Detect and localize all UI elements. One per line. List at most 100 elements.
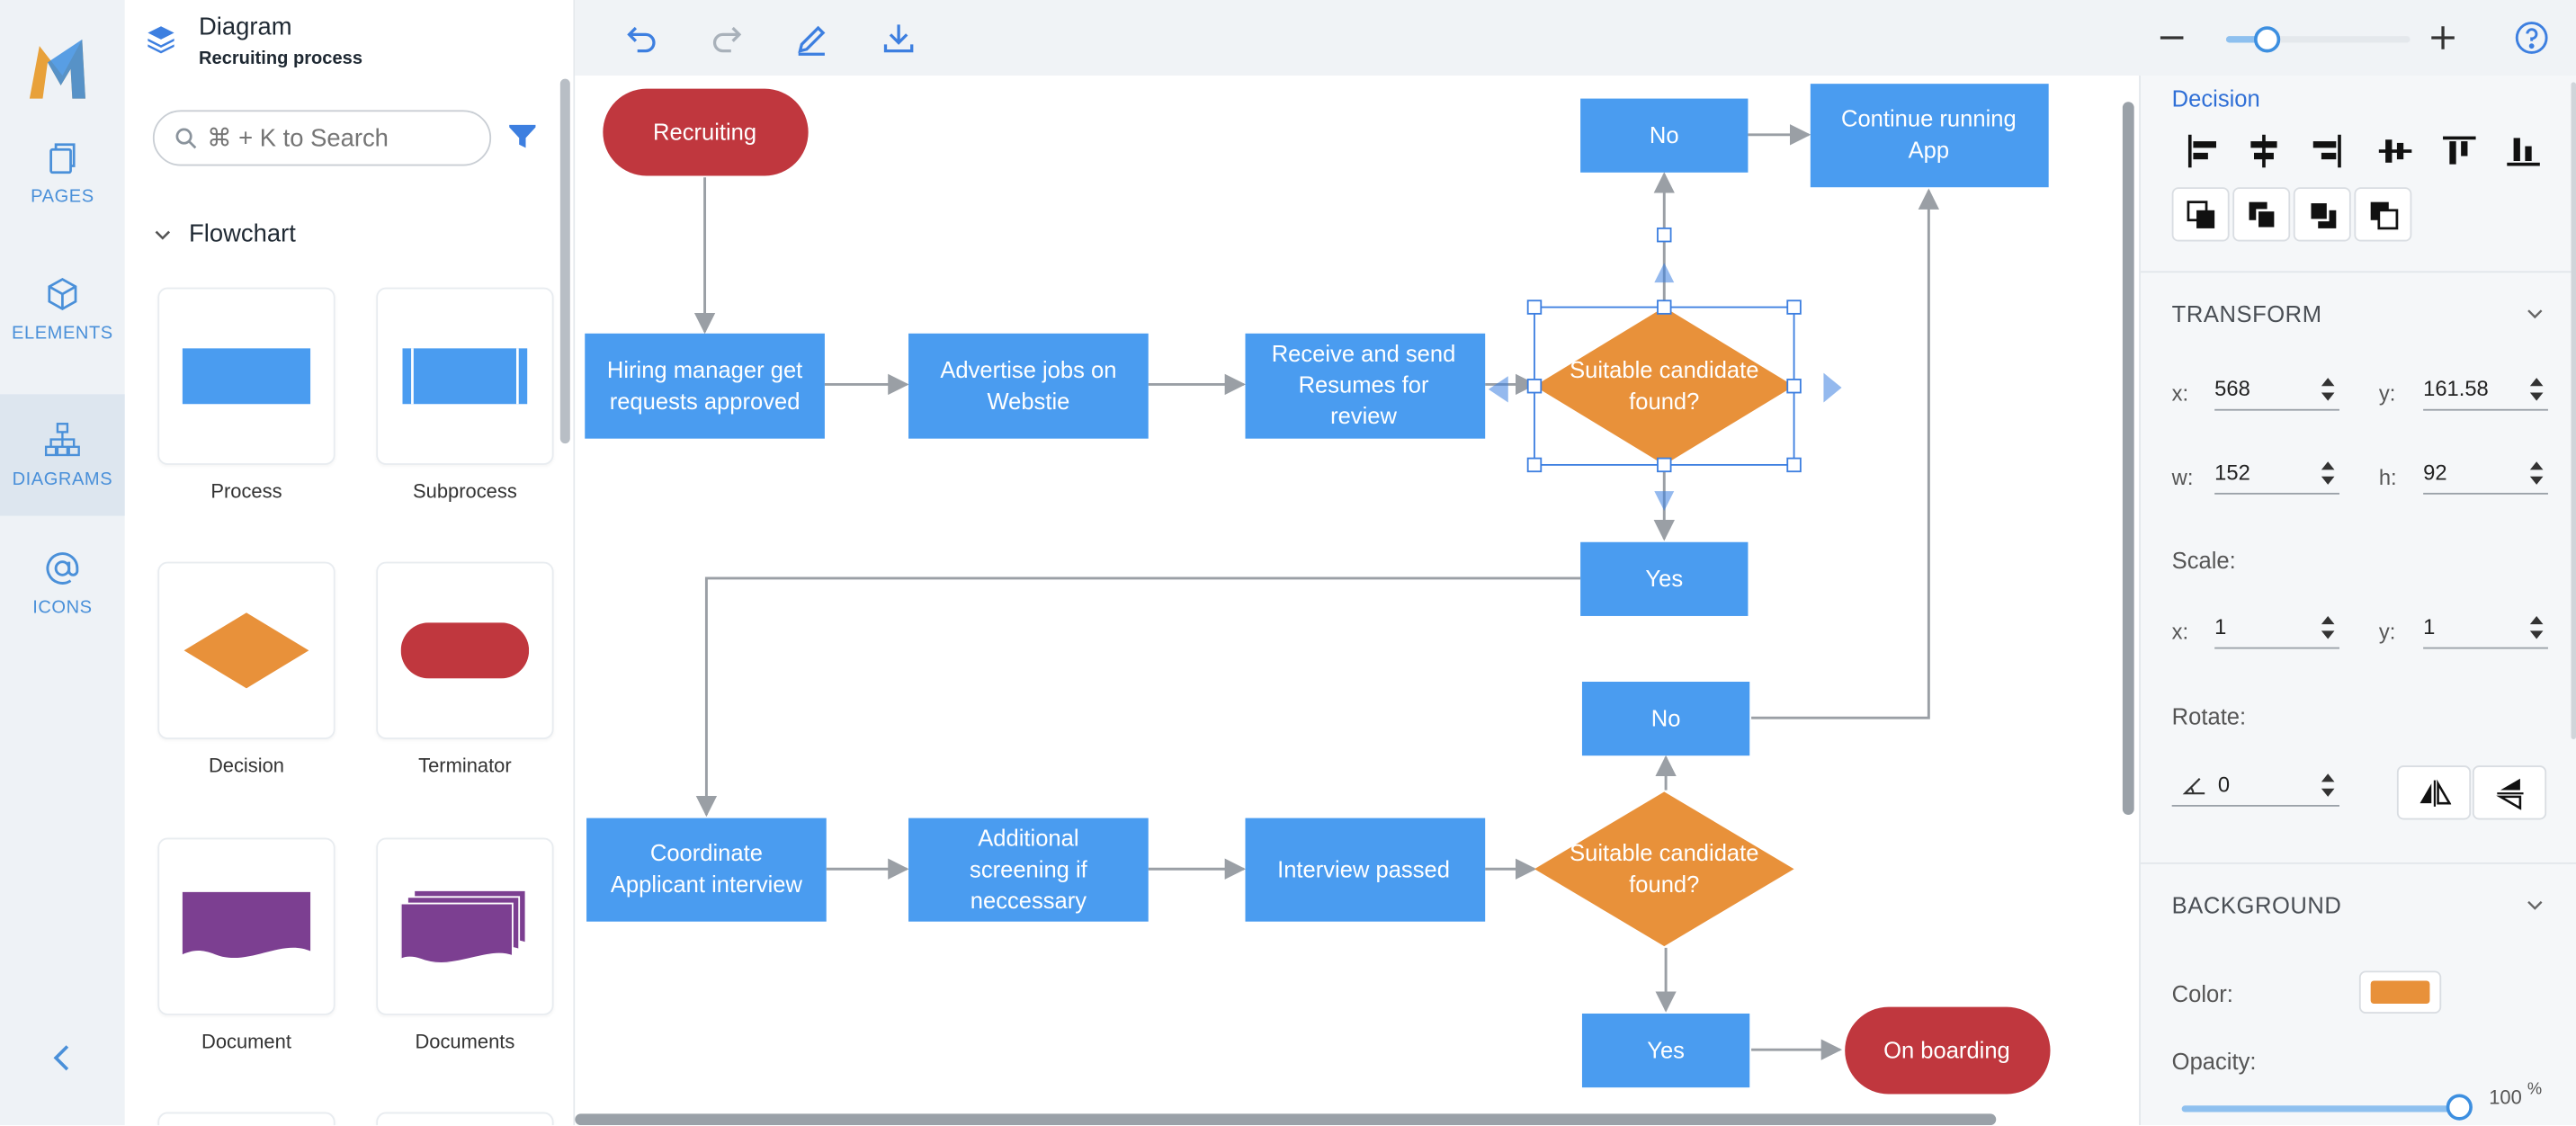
rail-item-diagrams[interactable]: DIAGRAMS xyxy=(0,394,125,516)
transform-w-input[interactable] xyxy=(2214,460,2313,485)
help-icon[interactable] xyxy=(2514,20,2550,56)
align-right-button[interactable] xyxy=(2303,128,2349,174)
connector-no2-continue[interactable] xyxy=(1751,188,1940,719)
layers-icon[interactable] xyxy=(145,23,178,57)
library-scrollbar[interactable] xyxy=(559,78,570,444)
resize-handle[interactable] xyxy=(1786,457,1802,473)
node-recruiting[interactable]: Recruiting xyxy=(603,88,809,176)
opacity-slider[interactable] xyxy=(2181,1105,2458,1113)
rail-item-icons[interactable]: ICONS xyxy=(0,523,125,644)
send-backward-button[interactable] xyxy=(2293,187,2351,242)
resize-handle[interactable] xyxy=(1526,379,1543,394)
connect-arrow-down[interactable] xyxy=(1654,491,1675,512)
align-left-button[interactable] xyxy=(2180,128,2226,174)
transform-h-input[interactable] xyxy=(2423,460,2522,485)
shape-card-document[interactable] xyxy=(157,837,335,1015)
stepper-icon[interactable] xyxy=(2320,612,2336,642)
connect-arrow-right[interactable] xyxy=(1823,372,1842,403)
shape-card-subprocess[interactable] xyxy=(376,287,554,465)
scale-x-input[interactable] xyxy=(2214,614,2313,639)
stepper-icon[interactable] xyxy=(2320,771,2336,800)
properties-scrollbar[interactable] xyxy=(2571,82,2576,739)
undo-icon[interactable] xyxy=(624,20,660,56)
align-top-button[interactable] xyxy=(2437,128,2482,174)
shape-card-more-1[interactable] xyxy=(157,1112,335,1126)
download-icon[interactable] xyxy=(881,20,917,56)
zoom-slider-handle[interactable] xyxy=(2253,26,2280,53)
rotate-handle[interactable] xyxy=(1657,227,1672,243)
flip-horizontal-button[interactable] xyxy=(2396,765,2472,820)
node-no-2[interactable]: No xyxy=(1581,682,1750,756)
transform-w-field[interactable] xyxy=(2214,451,2339,495)
zoom-slider[interactable] xyxy=(2225,26,2411,53)
node-yes-2[interactable]: Yes xyxy=(1581,1013,1750,1088)
search-input[interactable] xyxy=(207,123,470,152)
canvas-horizontal-scrollbar[interactable] xyxy=(575,1113,1997,1126)
resize-handle[interactable] xyxy=(1657,457,1672,473)
resize-handle[interactable] xyxy=(1526,457,1543,473)
flip-vertical-button[interactable] xyxy=(2472,765,2547,820)
stepper-icon[interactable] xyxy=(2528,459,2545,488)
scale-y-input[interactable] xyxy=(2423,614,2522,639)
transform-x-field[interactable] xyxy=(2214,368,2339,411)
stepper-icon[interactable] xyxy=(2320,374,2336,404)
chevron-down-icon[interactable] xyxy=(2525,895,2545,915)
zoom-out-icon[interactable] xyxy=(2154,20,2190,56)
connect-arrow-left[interactable] xyxy=(1488,376,1508,403)
shape-search[interactable] xyxy=(152,110,492,166)
bring-forward-button[interactable] xyxy=(2232,187,2291,242)
redo-icon[interactable] xyxy=(708,20,744,56)
flowchart-section-toggle[interactable]: Flowchart xyxy=(153,220,296,248)
resize-handle[interactable] xyxy=(1786,379,1802,394)
shape-card-documents[interactable] xyxy=(376,837,554,1015)
align-bottom-button[interactable] xyxy=(2500,128,2546,174)
node-yes-1[interactable]: Yes xyxy=(1580,541,1749,616)
rotate-field[interactable] xyxy=(2171,764,2339,807)
rail-item-pages[interactable]: PAGES xyxy=(0,112,125,233)
connect-arrow-up[interactable] xyxy=(1654,263,1675,283)
bring-to-front-button[interactable] xyxy=(2171,187,2230,242)
transform-h-field[interactable] xyxy=(2423,451,2548,495)
scale-x-field[interactable] xyxy=(2214,606,2339,649)
filter-icon[interactable] xyxy=(507,121,537,151)
pen-icon[interactable] xyxy=(793,20,829,56)
resize-handle[interactable] xyxy=(1657,299,1672,315)
chevron-down-icon[interactable] xyxy=(2525,304,2545,324)
stepper-icon[interactable] xyxy=(2528,374,2545,404)
transform-x-input[interactable] xyxy=(2214,376,2313,401)
shape-card-terminator[interactable] xyxy=(376,561,554,739)
shape-card-more-2[interactable] xyxy=(376,1112,554,1126)
scale-y-field[interactable] xyxy=(2423,606,2548,649)
send-to-back-button[interactable] xyxy=(2354,187,2412,242)
align-center-button[interactable] xyxy=(2241,128,2286,174)
collapse-panel-icon[interactable] xyxy=(42,1038,82,1077)
shape-card-decision[interactable] xyxy=(157,561,335,739)
rotate-input[interactable] xyxy=(2217,772,2301,797)
connector-yes1-coordinate[interactable] xyxy=(695,576,1581,818)
opacity-slider-handle[interactable] xyxy=(2446,1094,2473,1121)
zoom-in-icon[interactable] xyxy=(2425,20,2461,56)
stepper-icon[interactable] xyxy=(2528,612,2545,642)
transform-y-field[interactable] xyxy=(2423,368,2548,411)
transform-y-input[interactable] xyxy=(2423,376,2522,401)
node-on-boarding[interactable]: On boarding xyxy=(1845,1006,2051,1095)
align-middle-button[interactable] xyxy=(2373,128,2419,174)
canvas-vertical-scrollbar[interactable] xyxy=(2122,102,2134,815)
resize-handle[interactable] xyxy=(1526,299,1543,315)
rail-item-elements[interactable]: ELEMENTS xyxy=(0,248,125,370)
node-no-1[interactable]: No xyxy=(1580,98,1749,173)
background-color-swatch[interactable] xyxy=(2358,970,2442,1014)
shape-card-process[interactable] xyxy=(157,287,335,465)
stepper-icon[interactable] xyxy=(2320,459,2336,488)
node-interview-passed[interactable]: Interview passed xyxy=(1245,818,1486,922)
resize-handle[interactable] xyxy=(1786,299,1802,315)
